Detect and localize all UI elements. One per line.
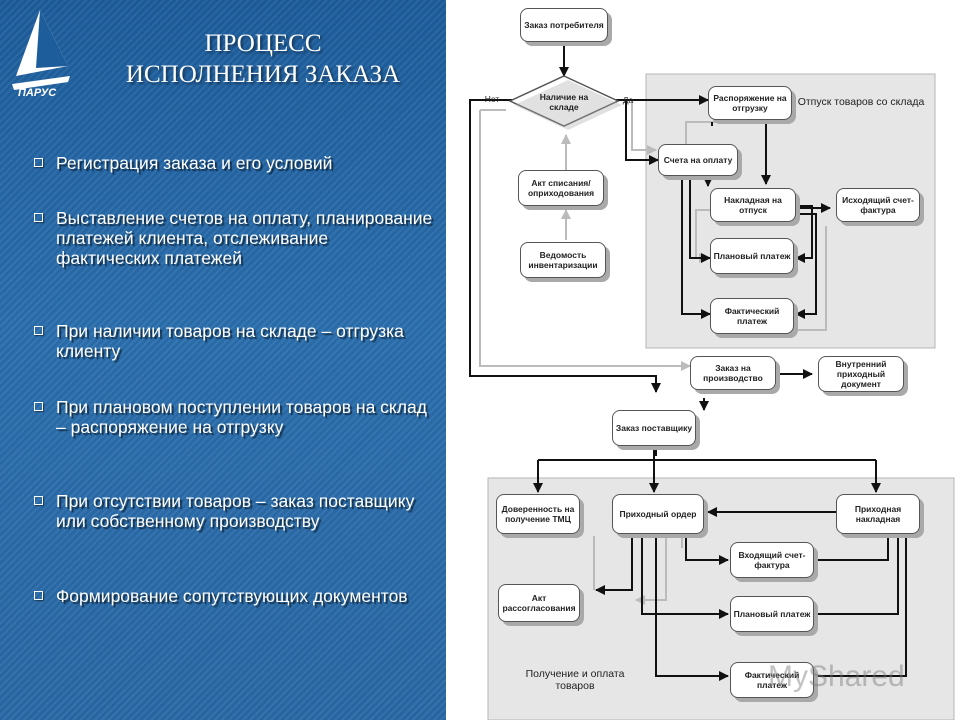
node-receipt-order: Приходный ордер (612, 494, 704, 534)
square-bullet-icon (34, 591, 43, 600)
parus-logo: ПАРУС (12, 10, 70, 98)
bullet-item: При отсутствии товаров – заказ поставщик… (34, 491, 434, 531)
node-planned-payment-1: Плановый платеж (710, 238, 794, 274)
group-receipt-label: Получение и оплата товаров (525, 668, 625, 692)
decision-diamond (508, 75, 620, 127)
node-actual-payment-1: Фактический платеж (710, 298, 794, 334)
node-internal-receipt-doc: Внутренний приходный документ (818, 356, 904, 392)
label-no: Нет (484, 94, 500, 104)
node-actual-payment-2: Фактический платеж (730, 662, 814, 698)
bullet-item: Формирование сопутствующих документов (34, 586, 434, 606)
left-panel: ПАРУС ПРОЦЕСС ИСПОЛНЕНИЯ ЗАКАЗА Регистра… (0, 0, 446, 720)
bullet-text: При наличии товаров на складе – отгрузка… (56, 321, 404, 361)
bullet-text: Регистрация заказа и его условий (56, 153, 333, 173)
node-production-order: Заказ на производство (690, 356, 776, 390)
title-line-1: ПРОЦЕСС (204, 30, 322, 57)
bullet-text: Формирование сопутствующих документов (56, 586, 408, 606)
node-supplier-order: Заказ поставщику (612, 410, 696, 446)
title-line-2: ИСПОЛНЕНИЯ ЗАКАЗА (125, 61, 401, 88)
square-bullet-icon (34, 213, 43, 222)
bullet-text: При плановом поступлении товаров на скла… (56, 397, 427, 437)
node-planned-payment-2: Плановый платеж (730, 596, 814, 632)
node-customer-order: Заказ потребителя (520, 8, 608, 42)
bullet-item: Выставление счетов на оплату, планирован… (34, 208, 434, 268)
bullet-item: При плановом поступлении товаров на скла… (34, 397, 434, 437)
node-incoming-invoice: Входящий счет-фактура (730, 542, 814, 578)
square-bullet-icon (34, 402, 43, 411)
node-ship-order: Распоряжение на отгрузку (708, 86, 792, 120)
group-shipping-label: Отпуск товаров со склада (797, 96, 925, 108)
square-bullet-icon (34, 496, 43, 505)
node-power-of-attorney: Доверенность на получение ТМЦ (496, 494, 580, 534)
node-outgoing-invoice: Исходящий счет-фактура (836, 188, 920, 222)
decision-label: Наличие на складе (539, 92, 589, 112)
square-bullet-icon (34, 158, 43, 167)
bullet-item: Регистрация заказа и его условий (34, 153, 434, 173)
node-release-waybill: Накладная на отпуск (710, 188, 796, 222)
node-discrepancy-act: Акт рассогласования (498, 584, 580, 622)
bullet-item: При наличии товаров на складе – отгрузка… (34, 321, 434, 361)
watermark: MyShared (768, 660, 905, 693)
node-inventory-sheet: Ведомость инвентаризации (520, 242, 606, 278)
node-writeoff-act: Акт списания/ оприходования (518, 170, 604, 206)
bullet-text: При отсутствии товаров – заказ поставщик… (56, 491, 415, 531)
label-yes: Да (622, 95, 634, 105)
square-bullet-icon (34, 326, 43, 335)
logo-text: ПАРУС (18, 87, 57, 98)
process-diagram: Наличие на складе Нет Да Отпуск товаров … (446, 0, 960, 720)
node-payment-invoice: Счета на оплату (658, 144, 738, 176)
node-receipt-waybill: Приходная накладная (836, 494, 920, 534)
slide-title: ПРОЦЕСС ИСПОЛНЕНИЯ ЗАКАЗА (98, 28, 428, 90)
bullet-text: Выставление счетов на оплату, планирован… (56, 208, 433, 268)
